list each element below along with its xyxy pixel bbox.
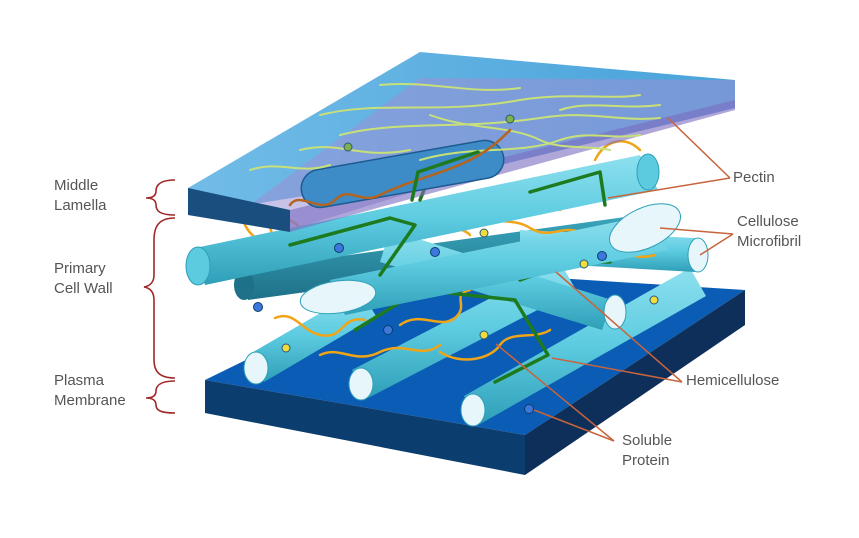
label-middle-lamella-line1: Middle bbox=[54, 177, 98, 194]
label-cellulose-microfibril-line1: Cellulose bbox=[737, 213, 799, 230]
label-hemicellulose: Hemicellulose bbox=[686, 372, 779, 389]
lamella-pectin-brown bbox=[288, 128, 512, 207]
hemicellulose-leader-1 bbox=[555, 271, 683, 383]
hemicellulose-leader-2 bbox=[551, 357, 683, 383]
bracket-middle-lamella bbox=[145, 179, 176, 216]
lower-microfibrils bbox=[243, 262, 706, 427]
bracket-plasma-membrane bbox=[145, 380, 176, 414]
pectin-leader-2 bbox=[607, 177, 731, 199]
leader-lines bbox=[495, 117, 734, 442]
label-soluble-protein-line2: Protein bbox=[622, 452, 670, 469]
microfibril-leader-1 bbox=[659, 227, 734, 235]
lamella-proteins bbox=[343, 114, 515, 152]
microfibril-lower-3 bbox=[460, 268, 706, 427]
label-primary-cell-wall-line2: Cell Wall bbox=[54, 280, 113, 297]
labels: Middle Lamella Primary Cell Wall Plasma … bbox=[54, 169, 801, 469]
pectin-leader-1 bbox=[667, 117, 731, 179]
label-pectin: Pectin bbox=[733, 169, 775, 186]
microfibril-crossing bbox=[299, 203, 681, 315]
label-cellulose-microfibril-line2: Microfibril bbox=[737, 233, 801, 250]
label-plasma-membrane-line1: Plasma bbox=[54, 372, 105, 389]
bracket-primary-cell-wall bbox=[143, 217, 176, 379]
microfibril-lower-1 bbox=[243, 290, 376, 385]
label-primary-cell-wall-line1: Primary bbox=[54, 260, 106, 277]
protein-leader-1 bbox=[495, 343, 615, 442]
protein-leader-2 bbox=[533, 409, 615, 442]
lamella-pectin-strands bbox=[249, 82, 661, 171]
hemicellulose-top bbox=[410, 150, 480, 202]
left-brackets bbox=[143, 179, 176, 414]
label-middle-lamella-line2: Lamella bbox=[54, 197, 107, 214]
label-soluble-protein-line1: Soluble bbox=[622, 432, 672, 449]
label-plasma-membrane-line2: Membrane bbox=[54, 392, 126, 409]
microfibril-leader-2 bbox=[699, 233, 734, 256]
